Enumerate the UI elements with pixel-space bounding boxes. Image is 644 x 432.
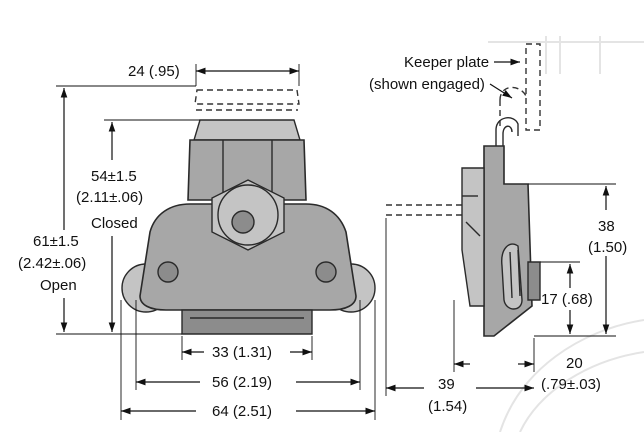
side-view-dimensions	[385, 58, 616, 396]
side-roller	[527, 261, 541, 301]
mount-hole-right	[315, 261, 337, 283]
keeper-plate-sublabel: (shown engaged)	[369, 76, 485, 93]
housing-upper	[187, 139, 307, 201]
dim-depth-39-inch: (1.54)	[428, 398, 467, 415]
dim-width-64: 64 (2.51)	[212, 403, 272, 420]
dim-width-24: 24 (.95)	[128, 63, 180, 80]
dim-closed-inch: (2.11±.06)	[76, 189, 143, 206]
dim-height-38-inch: (1.50)	[588, 239, 627, 256]
keeper-plate-label: Keeper plate	[404, 54, 489, 71]
dim-height-38: 38	[598, 218, 615, 235]
dim-width-33: 33 (1.31)	[212, 344, 272, 361]
keeper-hook	[495, 117, 519, 150]
side-body-front	[461, 167, 485, 307]
side-lever	[501, 243, 523, 310]
front-view-latch	[121, 89, 376, 335]
side-view-latch	[386, 43, 541, 337]
front-view-labels: 24 (.95) 54±1.5 (2.11±.06) Closed 61±1.5…	[18, 63, 272, 420]
dim-open-word: Open	[40, 277, 77, 294]
keeper-plate-outline	[525, 43, 541, 131]
dim-open-inch: (2.42±.06)	[18, 255, 86, 272]
mount-hole-left	[157, 261, 179, 283]
dim-width-56: 56 (2.19)	[212, 374, 272, 391]
background-watermark-lines	[488, 36, 644, 432]
dim-depth-39: 39	[438, 376, 455, 393]
dim-closed-value: 54±1.5	[91, 168, 137, 185]
dim-closed-word: Closed	[91, 215, 138, 232]
center-bolt	[231, 210, 255, 234]
dim-depth-20: 20	[566, 355, 583, 372]
slide-lower	[181, 309, 313, 335]
handle-top	[193, 119, 301, 141]
dim-height-17: 17 (.68)	[541, 291, 593, 308]
side-view-labels: Keeper plate (shown engaged) 38 (1.50) 1…	[369, 54, 627, 415]
handle-open-outline	[194, 89, 300, 105]
base-plate	[139, 203, 357, 311]
dim-open-value: 61±1.5	[33, 233, 79, 250]
front-view-dimensions	[56, 64, 376, 420]
dim-depth-20-inch: (.79±.03)	[541, 376, 601, 393]
